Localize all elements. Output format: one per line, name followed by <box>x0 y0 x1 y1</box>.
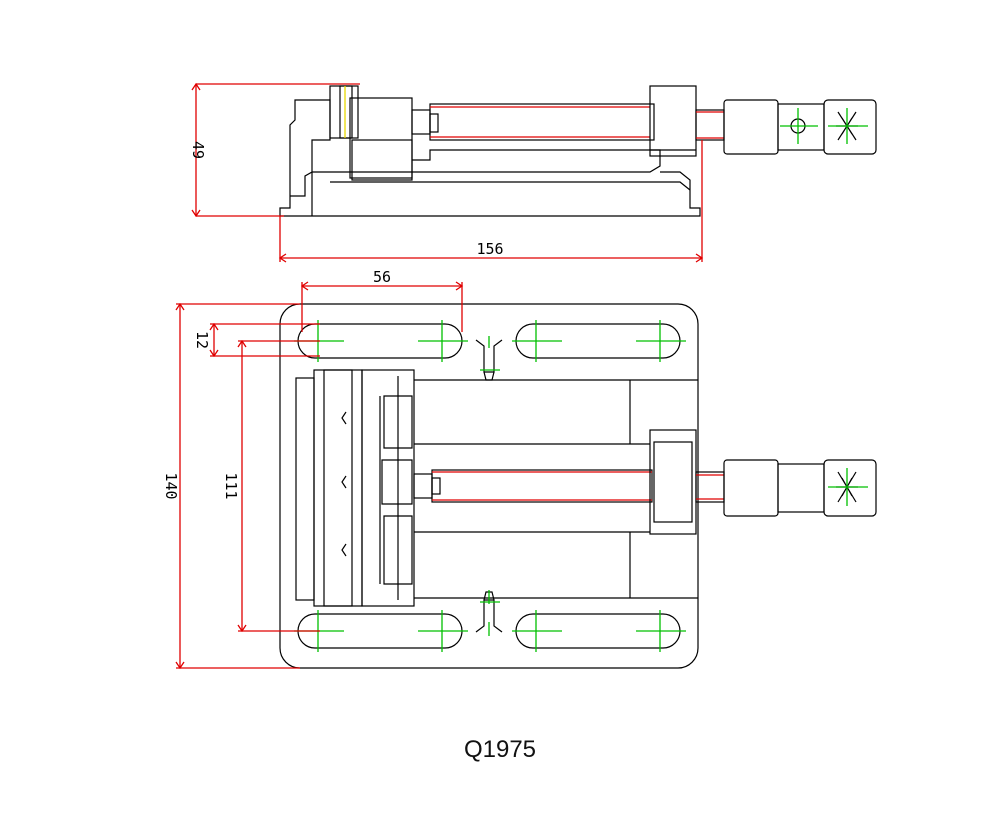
dim-slot-spacing-56: 56 <box>300 268 464 332</box>
dim-text-base-width: 140 <box>162 472 180 499</box>
dim-center-distance-111: 111 <box>222 339 320 633</box>
top-view <box>279 303 877 669</box>
dim-slot-width-12: 12 <box>193 322 320 358</box>
side-view <box>279 85 877 217</box>
dim-text-height: 49 <box>189 141 207 159</box>
dim-text-length: 156 <box>476 240 503 258</box>
dim-base-width-140: 140 <box>162 302 300 670</box>
dim-length-156: 156 <box>278 140 704 263</box>
dim-height-49: 49 <box>189 82 360 218</box>
dim-text-slot-width: 12 <box>193 331 211 349</box>
dim-text-center-distance: 111 <box>222 472 240 499</box>
dim-text-slot-spacing: 56 <box>373 268 391 286</box>
model-caption: Q1975 <box>463 736 537 763</box>
